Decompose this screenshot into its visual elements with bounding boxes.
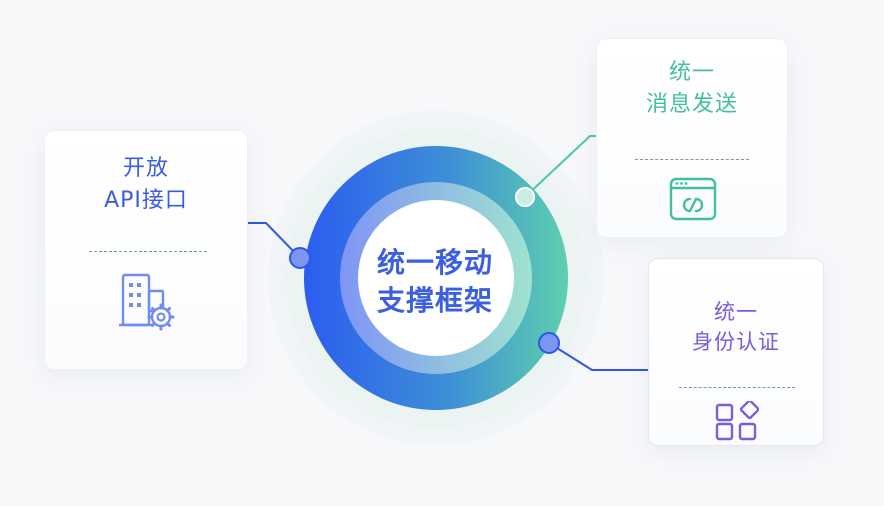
api-card: 开放 API接口 [44, 130, 248, 370]
center-title-line1: 统一移动 [376, 246, 493, 279]
messaging-card-title: 统一 消息发送 [597, 57, 787, 121]
browser-link-icon [669, 177, 717, 221]
connector-api-node [289, 247, 311, 269]
apps-grid-icon [715, 401, 759, 441]
messaging-card: 统一 消息发送 [596, 38, 788, 238]
center-title: 统一移动 支撑框架 [360, 244, 510, 320]
messaging-card-divider [635, 159, 749, 160]
auth-card-title-line2: 身份认证 [692, 330, 780, 354]
center-title-line2: 支撑框架 [376, 284, 493, 317]
api-card-title-line2: API接口 [104, 188, 188, 213]
messaging-card-title-line1: 统一 [668, 60, 715, 85]
auth-card: 统一 身份认证 [648, 258, 824, 446]
building-gear-icon [119, 273, 175, 331]
connector-auth-node [538, 332, 560, 354]
auth-card-divider [679, 387, 795, 388]
center-core [358, 200, 514, 356]
api-card-title: 开放 API接口 [45, 153, 247, 217]
messaging-card-title-line2: 消息发送 [645, 92, 738, 117]
auth-card-title: 统一 身份认证 [649, 297, 823, 357]
connector-messaging-node [515, 187, 535, 207]
auth-card-title-line1: 统一 [714, 300, 758, 324]
api-card-title-line1: 开放 [122, 156, 169, 181]
api-card-divider [89, 251, 207, 252]
